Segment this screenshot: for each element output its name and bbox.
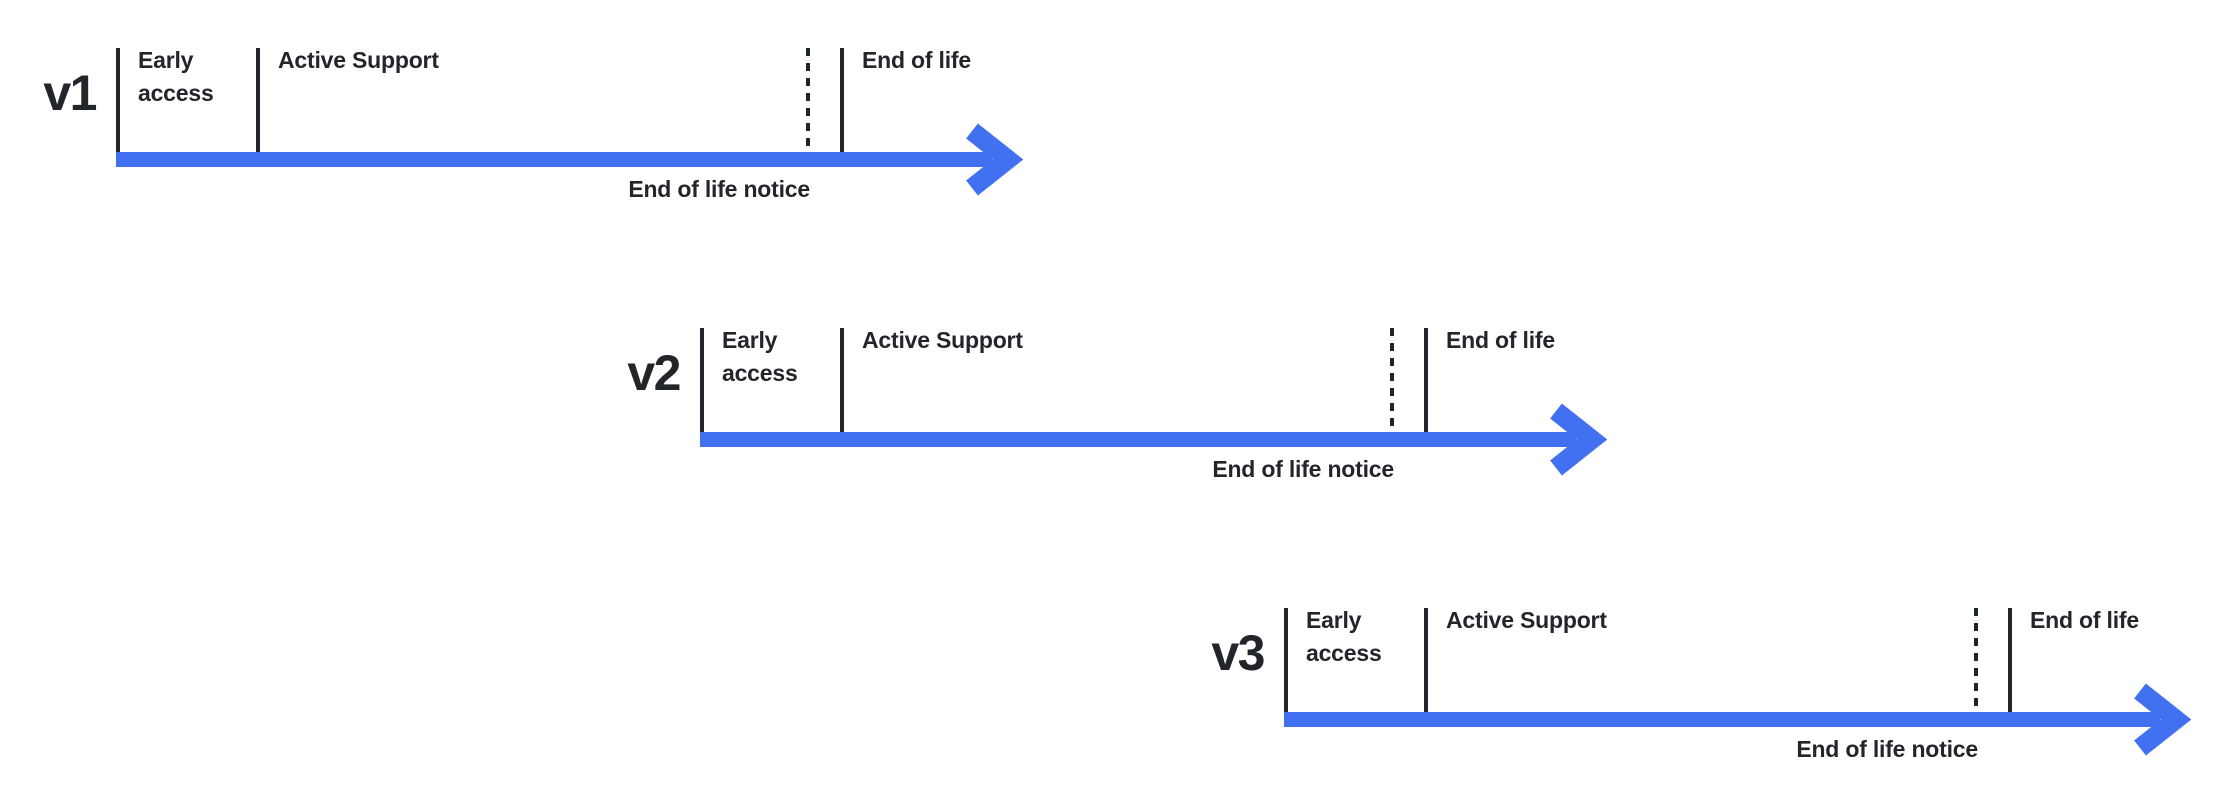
end-of-life-tick [1424, 328, 1428, 432]
early-access-start-tick [700, 328, 704, 432]
early-access-label: Early access [1306, 607, 1382, 666]
active-support-start-tick [840, 328, 844, 432]
end-of-life-label: End of life [862, 47, 971, 73]
version-label: v1 [43, 65, 97, 121]
active-support-label: Active Support [1446, 607, 1607, 633]
eol-notice-dashed-line [1390, 328, 1394, 432]
early-access-label: Early access [138, 47, 214, 106]
active-support-start-tick [256, 48, 260, 152]
timeline-row-v3: v3 Early access Active Support End of li… [1168, 560, 2228, 795]
eol-notice-dashed-line [1974, 608, 1978, 712]
early-access-start-tick [1284, 608, 1288, 712]
arrow-head-icon [2134, 683, 2192, 756]
arrow-head-icon [1550, 403, 1608, 476]
end-of-life-label: End of life [2030, 607, 2139, 633]
timeline-arrow [1284, 683, 2192, 756]
timeline-row-v1: v1 Early access Active Support End of li… [0, 0, 1120, 235]
end-of-life-notice-label: End of life notice [1796, 736, 1978, 762]
eol-notice-dashed-line [806, 48, 810, 152]
arrow-head-icon [966, 123, 1024, 196]
end-of-life-tick [2008, 608, 2012, 712]
version-label: v2 [627, 345, 681, 401]
active-support-label: Active Support [278, 47, 439, 73]
early-access-label: Early access [722, 327, 798, 386]
end-of-life-notice-label: End of life notice [1212, 456, 1394, 482]
timeline-row-v2: v2 Early access Active Support End of li… [584, 280, 1704, 515]
version-label: v3 [1211, 625, 1265, 681]
timeline-arrow [116, 123, 1024, 196]
active-support-label: Active Support [862, 327, 1023, 353]
end-of-life-notice-label: End of life notice [628, 176, 810, 202]
end-of-life-label: End of life [1446, 327, 1555, 353]
early-access-start-tick [116, 48, 120, 152]
timeline-arrow [700, 403, 1608, 476]
active-support-start-tick [1424, 608, 1428, 712]
end-of-life-tick [840, 48, 844, 152]
